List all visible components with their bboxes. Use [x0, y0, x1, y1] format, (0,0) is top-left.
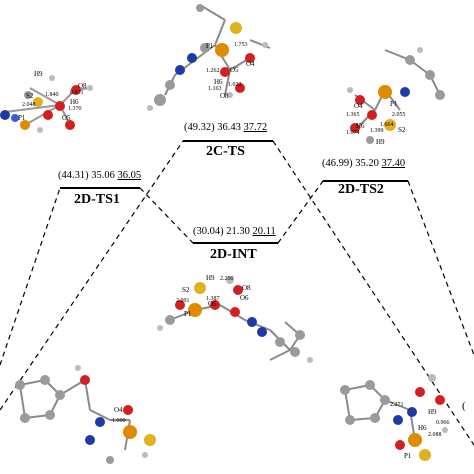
energy-label-2d-ts1: (44.31) 35.06 36.05 [58, 170, 142, 181]
bond-length-label: 1.399 [370, 128, 384, 134]
molecule-bottom-left [15, 365, 156, 464]
bond-length-label: 2.048 [22, 102, 36, 108]
bond-length-label: 1.753 [234, 42, 248, 48]
atom-label: H6 [70, 98, 79, 106]
atom-label: P1 [404, 452, 412, 460]
atom-label: H9 [34, 70, 43, 78]
atom-label: H9 [376, 138, 385, 146]
connector-ts2-right [407, 180, 474, 356]
atom-label: P1 [206, 42, 214, 50]
molecule-2c-ts [147, 4, 271, 111]
bond-length-label: 2.271 [390, 402, 404, 408]
atom-label: O5 [208, 300, 217, 308]
atom-label: H9 [428, 408, 437, 416]
atom-label: S2 [398, 126, 406, 134]
connector-int-ts2 [277, 180, 324, 244]
molecule-2d-ts1 [0, 75, 93, 133]
connector-left-cts [0, 140, 184, 411]
state-name-2c-ts: 2C-TS [206, 144, 245, 159]
atom-label: O8 [78, 82, 87, 90]
atom-label: S2 [26, 92, 34, 100]
atom-label: P1 [390, 100, 398, 108]
bond-length-label: 1.664 [380, 122, 394, 128]
bond-length-label: 1.022 [228, 82, 242, 88]
connector-left-ts1 [0, 187, 61, 366]
partial-label-right: ( [462, 400, 466, 412]
atom-label: H6 [356, 122, 365, 130]
atom-label: H6 [418, 424, 427, 432]
atom-label: O5 [62, 114, 71, 122]
state-name-2d-ts2: 2D-TS2 [338, 182, 384, 197]
energy-label-2d-ts2: (46.99) 35.20 37.40 [322, 158, 406, 169]
bond-length-label: 0.971 [70, 90, 84, 96]
bond-length-label: 1.387 [206, 296, 220, 302]
atom-label: O4 [354, 102, 363, 110]
atom-label: O8 [220, 92, 229, 100]
bond-length-label: 1.262 [206, 68, 220, 74]
atom-label: S2 [182, 286, 190, 294]
bond-length-label: 1.600 [112, 418, 126, 424]
atom-label: P1 [18, 114, 26, 122]
atom-label: H6 [214, 78, 223, 86]
atom-label: H9 [206, 274, 215, 282]
bond-length-label: 2.091 [176, 298, 190, 304]
connector-ts1-int [139, 187, 194, 244]
atom-label: O4 [114, 406, 123, 414]
bond-length-label: 2.055 [392, 112, 406, 118]
energy-label-2d-int: (30.04) 21.30 20.11 [193, 226, 276, 237]
atom-label: O6 [240, 294, 249, 302]
molecule-bottom-right [340, 374, 448, 461]
bond-length-label: 2.200 [220, 276, 234, 282]
bond-length-label: 0.966 [436, 420, 450, 426]
molecule-2d-int [157, 276, 313, 363]
bond-length-label: 1.163 [208, 86, 222, 92]
atom-label: O8 [242, 284, 251, 292]
molecule-2d-ts2 [347, 47, 445, 144]
energy-label-2c-ts: (49.32) 36.43 37.72 [184, 122, 268, 133]
atom-label: O5 [230, 66, 239, 74]
bond-length-label: 1.074 [346, 130, 360, 136]
atom-label: O4 [246, 60, 255, 68]
bond-length-label: 1.365 [346, 112, 360, 118]
state-name-2d-ts1: 2D-TS1 [74, 192, 120, 207]
bond-length-label: 1.840 [45, 92, 59, 98]
connector-cts-right [272, 140, 474, 446]
state-name-2d-int: 2D-INT [210, 247, 257, 262]
atom-label: P1 [184, 310, 192, 318]
bond-length-label: 1.370 [68, 106, 82, 112]
bond-length-label: 2.088 [428, 432, 442, 438]
